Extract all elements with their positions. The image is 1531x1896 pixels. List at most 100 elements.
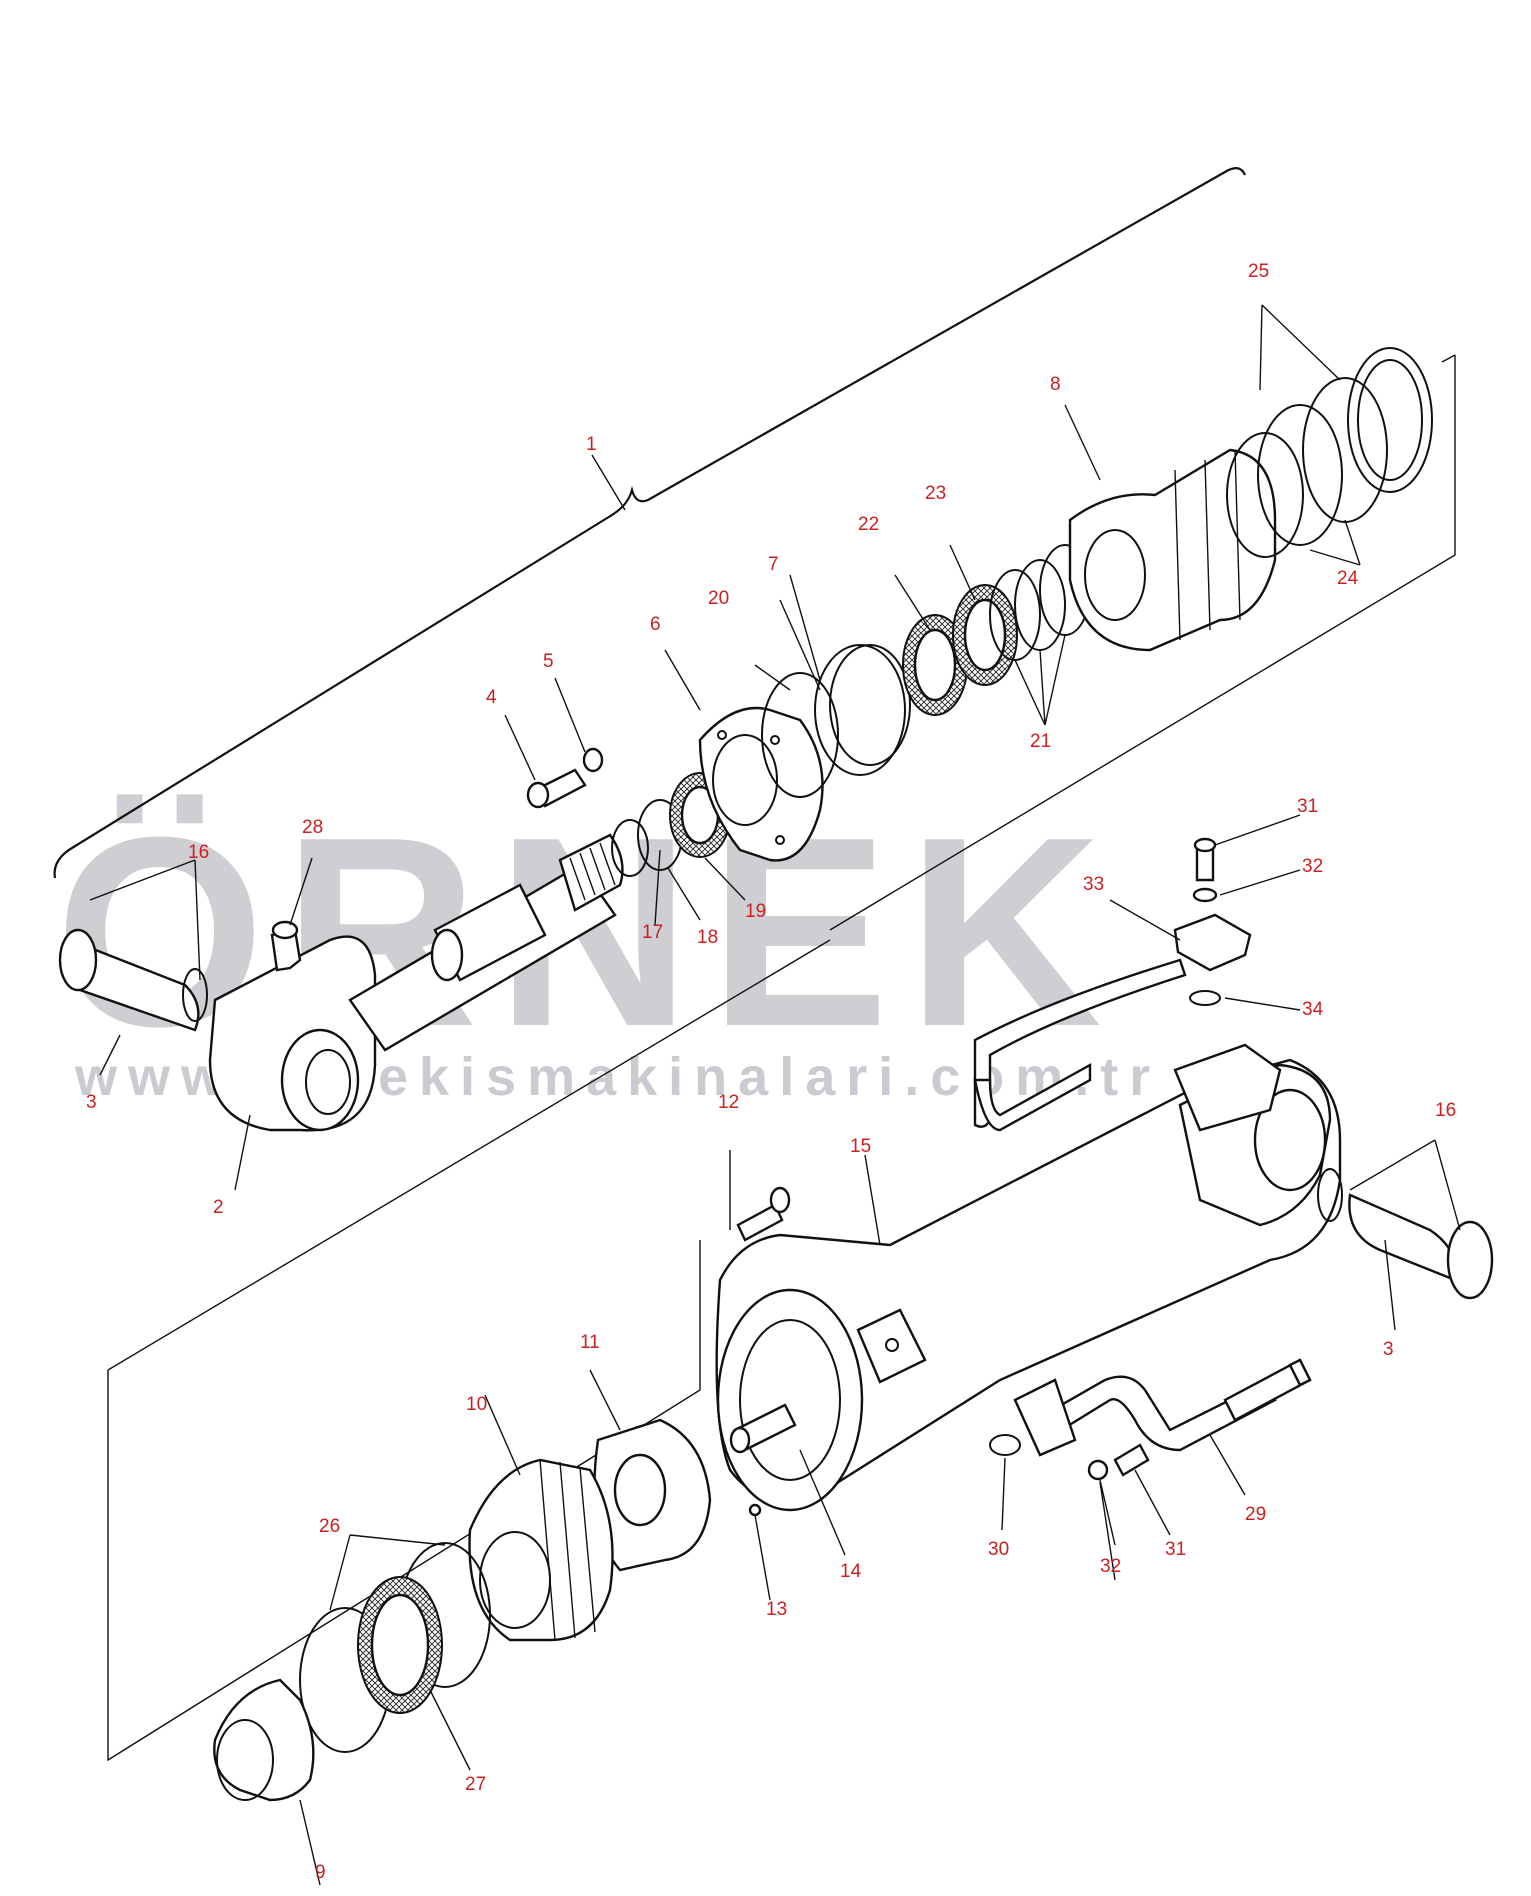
washer-32-top — [1192, 887, 1218, 903]
gland-head-grooves — [1174, 449, 1241, 641]
rod-sleeve-end — [430, 928, 464, 982]
callout-5: 5 — [543, 651, 554, 672]
callout-3-right: 3 — [1383, 1339, 1394, 1360]
callout-33: 33 — [1083, 874, 1104, 895]
ring-24-a — [1226, 432, 1304, 558]
callout-32-lower: 32 — [1100, 1556, 1121, 1577]
gland-hole-b — [770, 735, 780, 745]
tube-lower-bend — [973, 1062, 1092, 1132]
callout-12: 12 — [718, 1092, 739, 1113]
ring-25 — [1347, 347, 1433, 493]
leader-lines — [89, 304, 1461, 1886]
base-eye-bore — [1253, 1088, 1327, 1192]
o-ring-17 — [611, 819, 649, 877]
pin-bushing-16 — [182, 968, 208, 1022]
callout-26: 26 — [319, 1516, 340, 1537]
rod-thread-lines — [569, 842, 616, 901]
washer-32-lower — [1087, 1459, 1109, 1481]
barrel-port-hole — [885, 1338, 899, 1352]
base-pin-bushing — [1317, 1168, 1343, 1222]
callout-30: 30 — [988, 1539, 1009, 1560]
callout-17: 17 — [642, 922, 663, 943]
grease-nipple-cap — [271, 920, 299, 940]
callout-27: 27 — [465, 1774, 486, 1795]
callout-11: 11 — [580, 1332, 600, 1353]
callout-1: 1 — [586, 434, 597, 455]
callout-16-left: 16 — [188, 842, 209, 863]
callout-9: 9 — [315, 1862, 326, 1883]
tube-upper — [973, 958, 1187, 1128]
cylinder-barrel-assembly — [715, 1043, 1494, 1517]
pin-end-ring — [58, 928, 98, 992]
callout-labels: 1 2 3 3 4 5 6 7 8 9 10 11 12 13 14 15 16… — [86, 261, 1456, 1883]
callout-19: 19 — [745, 901, 766, 922]
callout-8: 8 — [1050, 374, 1061, 395]
o-ring-30 — [989, 1434, 1021, 1456]
upper-right-fittings — [973, 837, 1252, 1132]
bushing-9 — [213, 1678, 315, 1802]
o-ring-34 — [1189, 990, 1221, 1006]
cap-screw-31-top — [1195, 846, 1215, 882]
ring-24-c — [1302, 377, 1388, 523]
flange-lower — [1013, 1378, 1077, 1457]
callout-32-top: 32 — [1302, 856, 1323, 877]
gland-head — [1068, 448, 1277, 652]
callout-20: 20 — [708, 588, 729, 609]
callout-2: 2 — [213, 1197, 224, 1218]
callout-4: 4 — [486, 687, 497, 708]
rod-eye-bore — [280, 1028, 360, 1132]
ring-24-b — [1257, 404, 1343, 546]
cap-screw-31-lower — [1113, 1443, 1150, 1477]
rod-thread — [558, 833, 624, 912]
check-ball-13 — [748, 1503, 762, 1517]
cap-screw-31-top-head — [1193, 837, 1217, 853]
pipe-29 — [1033, 1375, 1278, 1452]
callout-6: 6 — [650, 614, 661, 635]
lower-assembly-outline-right — [1441, 354, 1456, 363]
callout-10: 10 — [466, 1394, 487, 1415]
snap-ring-7-b — [829, 644, 911, 766]
callout-25: 25 — [1248, 261, 1269, 282]
gland-head-bore — [1084, 529, 1146, 621]
barrel-port-plate — [856, 1308, 927, 1384]
piston — [468, 1458, 614, 1642]
set-screw-12 — [736, 1203, 784, 1242]
lower-assembly-outline — [107, 355, 1456, 1762]
callout-31-lower: 31 — [1165, 1539, 1186, 1560]
set-screw-12-head — [769, 1186, 791, 1214]
callout-34: 34 — [1302, 999, 1324, 1020]
callout-14: 14 — [840, 1561, 862, 1582]
rod-eye-bore-inner — [305, 1049, 351, 1115]
barrel-end-bore — [739, 1319, 841, 1481]
snap-ring-7 — [814, 644, 906, 776]
wear-ring-22-inner — [913, 628, 957, 702]
piston-assembly — [213, 1418, 712, 1802]
base-port-block — [1173, 1043, 1282, 1132]
callout-3-left: 3 — [86, 1092, 97, 1113]
gland-flange-bore — [712, 734, 778, 826]
washer-5 — [582, 747, 604, 773]
gland-flange — [698, 706, 824, 862]
callout-24: 24 — [1337, 568, 1359, 589]
cap-screw-4-head — [526, 781, 550, 809]
base-pin — [1348, 1193, 1457, 1282]
gland-hole-a — [717, 730, 727, 740]
check-valve-stud-end — [729, 1426, 751, 1454]
seal-23-inner — [963, 598, 1007, 672]
callout-7: 7 — [768, 554, 779, 575]
callout-23: 23 — [925, 483, 946, 504]
callout-15: 15 — [850, 1136, 871, 1157]
bushing-9-bore — [216, 1719, 274, 1801]
o-ring-20 — [761, 672, 839, 798]
pipe-29-stub — [1288, 1358, 1312, 1387]
callout-13: 13 — [766, 1599, 787, 1620]
flange-33 — [1173, 913, 1252, 972]
brace-part-1 — [53, 167, 1247, 879]
callout-21: 21 — [1030, 731, 1051, 752]
piston-grooves — [539, 1459, 596, 1641]
callout-22: 22 — [858, 514, 879, 535]
callout-29: 29 — [1245, 1504, 1266, 1525]
ring-25-inner — [1357, 359, 1423, 481]
piston-rod-assembly — [58, 347, 1433, 1132]
